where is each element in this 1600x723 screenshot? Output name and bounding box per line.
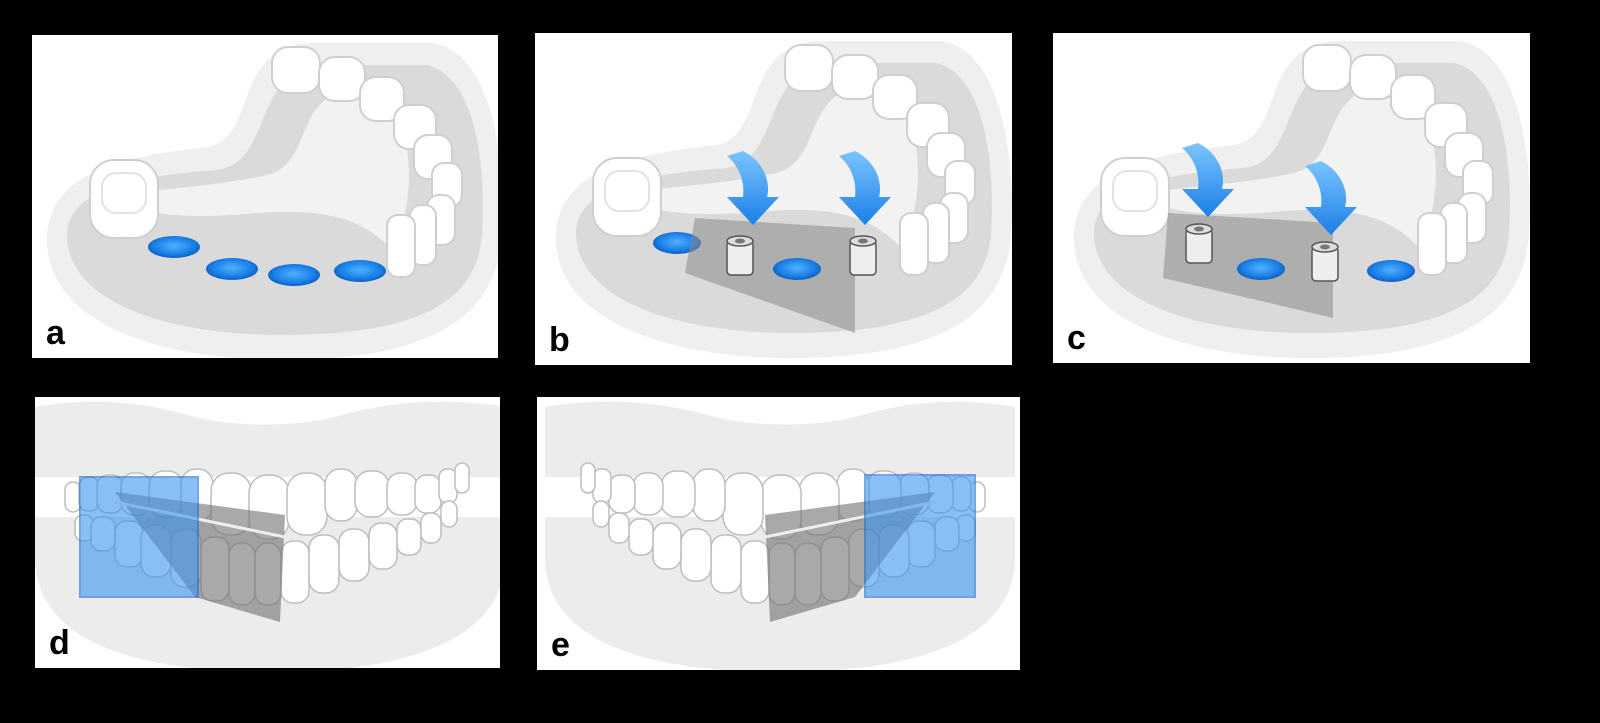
panel-label: c: [1067, 319, 1086, 357]
panel-label: d: [49, 624, 70, 662]
panel-label: e: [551, 626, 570, 664]
panel-label: a: [46, 314, 65, 352]
panel-c: c: [1053, 33, 1530, 363]
abutment: [726, 235, 754, 276]
frontal-teeth-illustration-right-guide: [545, 401, 1015, 670]
jaw-illustration-guide-placement: [556, 41, 1012, 358]
abutment: [1311, 241, 1339, 282]
implant-sites: [148, 236, 386, 286]
abutment: [1185, 223, 1213, 264]
panel-label: b: [549, 321, 570, 359]
jaw-illustration-edentulous: [47, 43, 498, 358]
jaw-illustration-guide-placement-alt: [1074, 41, 1530, 358]
guide-sleeve-region: [864, 474, 976, 598]
panel-b: b: [535, 33, 1012, 365]
abutment: [849, 235, 877, 276]
frontal-teeth-illustration-left-guide: [35, 401, 500, 668]
panel-a: a: [32, 35, 498, 358]
guide-sleeve-region: [79, 476, 199, 598]
panel-d: d: [35, 397, 500, 668]
panel-e: e: [537, 397, 1020, 670]
